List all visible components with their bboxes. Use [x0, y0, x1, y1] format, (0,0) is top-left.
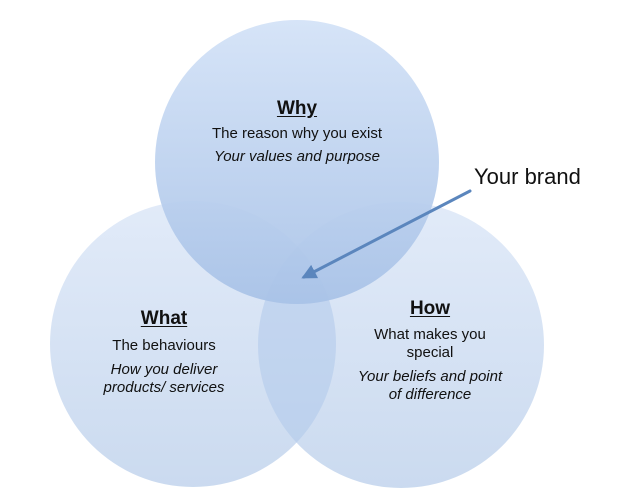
how-description-line-1: What makes you [374, 326, 486, 343]
why-label: Why The reason why you exist Your values… [197, 98, 397, 166]
how-description-line-2: special [406, 344, 454, 361]
why-subtitle: Your values and purpose [214, 148, 380, 165]
how-subtitle-line-1: Your beliefs and point [357, 368, 503, 385]
what-label: What The behaviours How you deliver prod… [78, 308, 250, 397]
your-brand-callout: Your brand [474, 164, 581, 189]
brand-arrow [301, 189, 472, 279]
what-title: What [140, 308, 188, 329]
how-label: How What makes you special Your beliefs … [340, 298, 520, 404]
why-circle [155, 20, 439, 304]
why-description: The reason why you exist [211, 125, 383, 142]
what-subtitle-line-2: products/ services [103, 379, 225, 396]
how-subtitle-line-2: of difference [388, 386, 472, 403]
what-description: The behaviours [112, 337, 216, 354]
what-subtitle-line-1: How you deliver [110, 361, 218, 378]
why-title: Why [276, 98, 318, 119]
how-title: How [409, 298, 451, 319]
